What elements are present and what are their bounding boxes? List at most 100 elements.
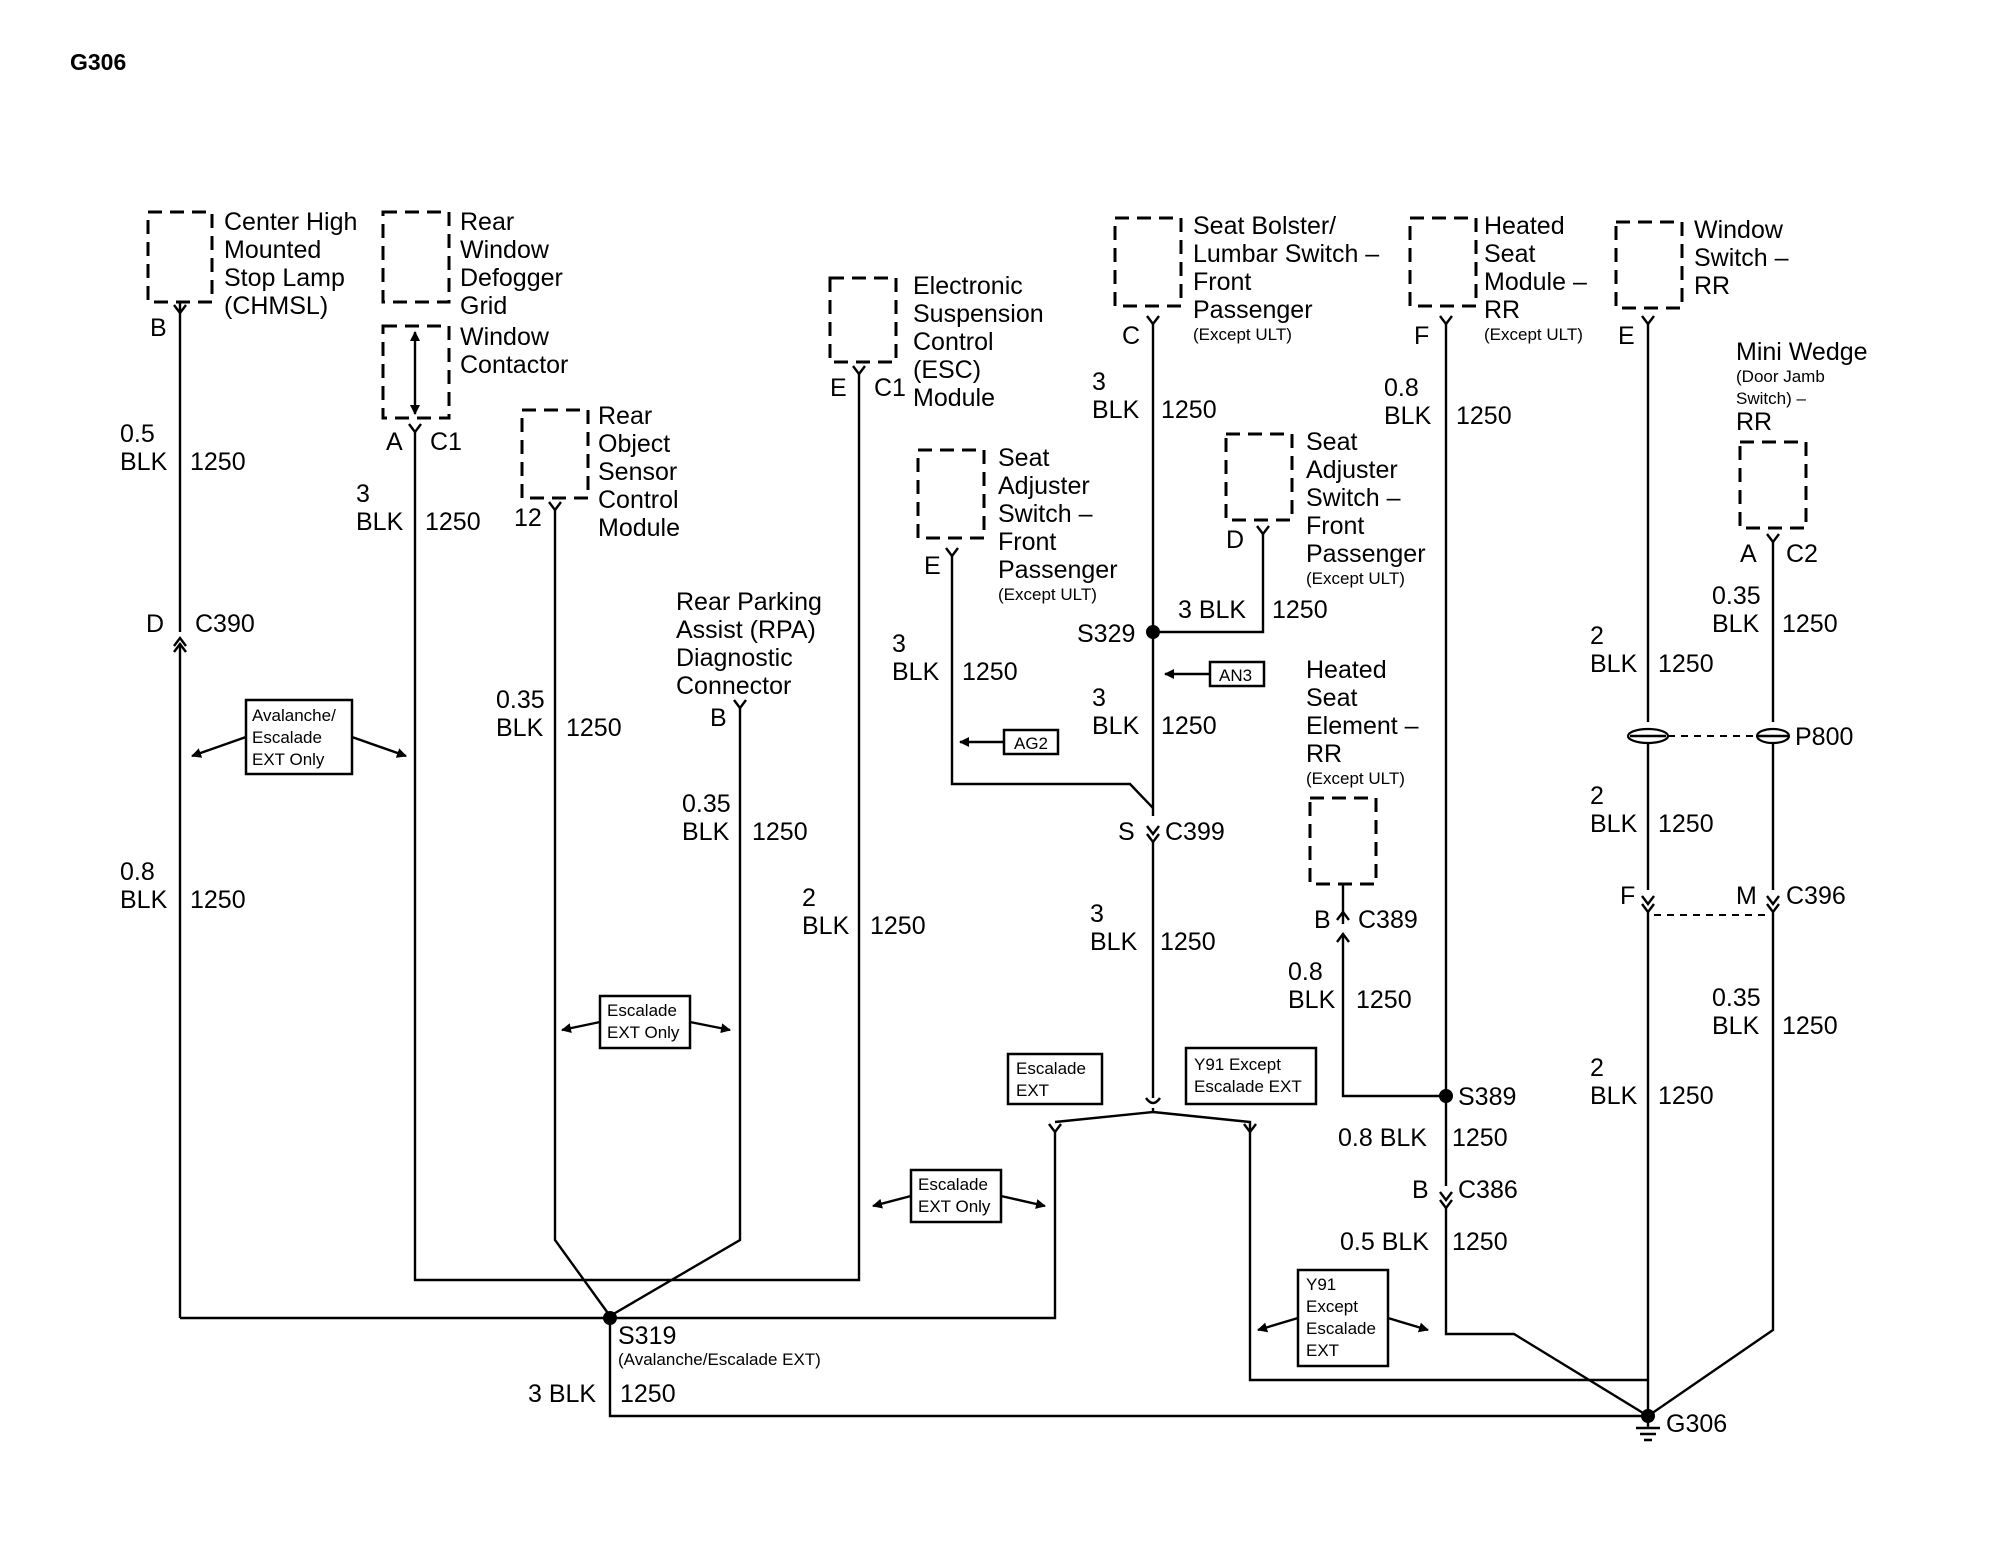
svg-text:G306: G306	[1666, 1410, 1727, 1438]
svg-text:1250: 1250	[870, 912, 926, 940]
svg-text:Seat Bolster/Lumbar Switch –Fr: Seat Bolster/Lumbar Switch –FrontPasseng…	[1193, 212, 1379, 324]
svg-text:1250: 1250	[1160, 928, 1216, 956]
svg-text:1250: 1250	[190, 886, 246, 914]
splice-s319: S319 (Avalanche/Escalade EXT) 3 BLK 1250	[180, 1123, 1648, 1418]
svg-text:1250: 1250	[1272, 596, 1328, 624]
svg-text:0.5 BLK: 0.5 BLK	[1340, 1228, 1429, 1256]
esc-pin-c: C1	[874, 374, 906, 402]
svg-text:(Except ULT): (Except ULT)	[998, 585, 1097, 604]
mini-wedge-pin-a: A	[1740, 540, 1757, 568]
svg-text:1250: 1250	[190, 448, 246, 476]
svg-text:1250: 1250	[566, 714, 622, 742]
mini-wedge-pin-c: C2	[1786, 540, 1818, 568]
contactor-pin-a: A	[386, 428, 403, 456]
contactor-pin-c: C1	[430, 428, 462, 456]
c399-label: C399	[1165, 818, 1225, 846]
svg-text:(Avalanche/Escalade EXT): (Avalanche/Escalade EXT)	[618, 1350, 821, 1369]
seat-adjuster-fp-pin: E	[924, 552, 941, 580]
wire-seat-adjuster-fp2: 3 BLK 1250	[1153, 525, 1328, 634]
ground-g306: G306	[1636, 1409, 1727, 1442]
svg-text:S329: S329	[1077, 620, 1135, 648]
svg-text:1250: 1250	[1782, 610, 1838, 638]
esc-pin-e: E	[830, 374, 847, 402]
svg-text:(Except ULT): (Except ULT)	[1193, 325, 1292, 344]
ref-ag2: AG2	[1014, 734, 1048, 753]
svg-text:(Except ULT): (Except ULT)	[1306, 769, 1405, 788]
svg-text:3 BLK: 3 BLK	[1178, 596, 1246, 624]
c399-pin: S	[1118, 818, 1135, 846]
svg-text:1250: 1250	[752, 818, 808, 846]
c390-pin: D	[146, 610, 164, 638]
c389-pin: B	[1314, 906, 1331, 934]
svg-text:1250: 1250	[1456, 402, 1512, 430]
c396-pin-f: F	[1620, 882, 1635, 910]
svg-text:1250: 1250	[620, 1380, 676, 1408]
svg-text:1250: 1250	[962, 658, 1018, 686]
svg-text:1250: 1250	[425, 508, 481, 536]
svg-text:S319: S319	[618, 1322, 676, 1350]
seat-bolster-pin: C	[1122, 322, 1140, 350]
svg-text:1250: 1250	[1658, 650, 1714, 678]
c386-pin: B	[1412, 1176, 1429, 1204]
svg-text:0.8 BLK: 0.8 BLK	[1338, 1124, 1427, 1152]
connector-p800: P800	[1668, 723, 1853, 751]
c390-label: C390	[195, 610, 255, 638]
svg-text:1250: 1250	[1356, 986, 1412, 1014]
svg-text:1250: 1250	[1452, 1124, 1508, 1152]
svg-text:1250: 1250	[1658, 810, 1714, 838]
svg-text:S389: S389	[1458, 1083, 1516, 1111]
rear-object-pin: 12	[514, 504, 542, 532]
page-title: G306	[70, 49, 126, 75]
window-switch-pin: E	[1618, 322, 1635, 350]
svg-text:P800: P800	[1795, 723, 1853, 751]
